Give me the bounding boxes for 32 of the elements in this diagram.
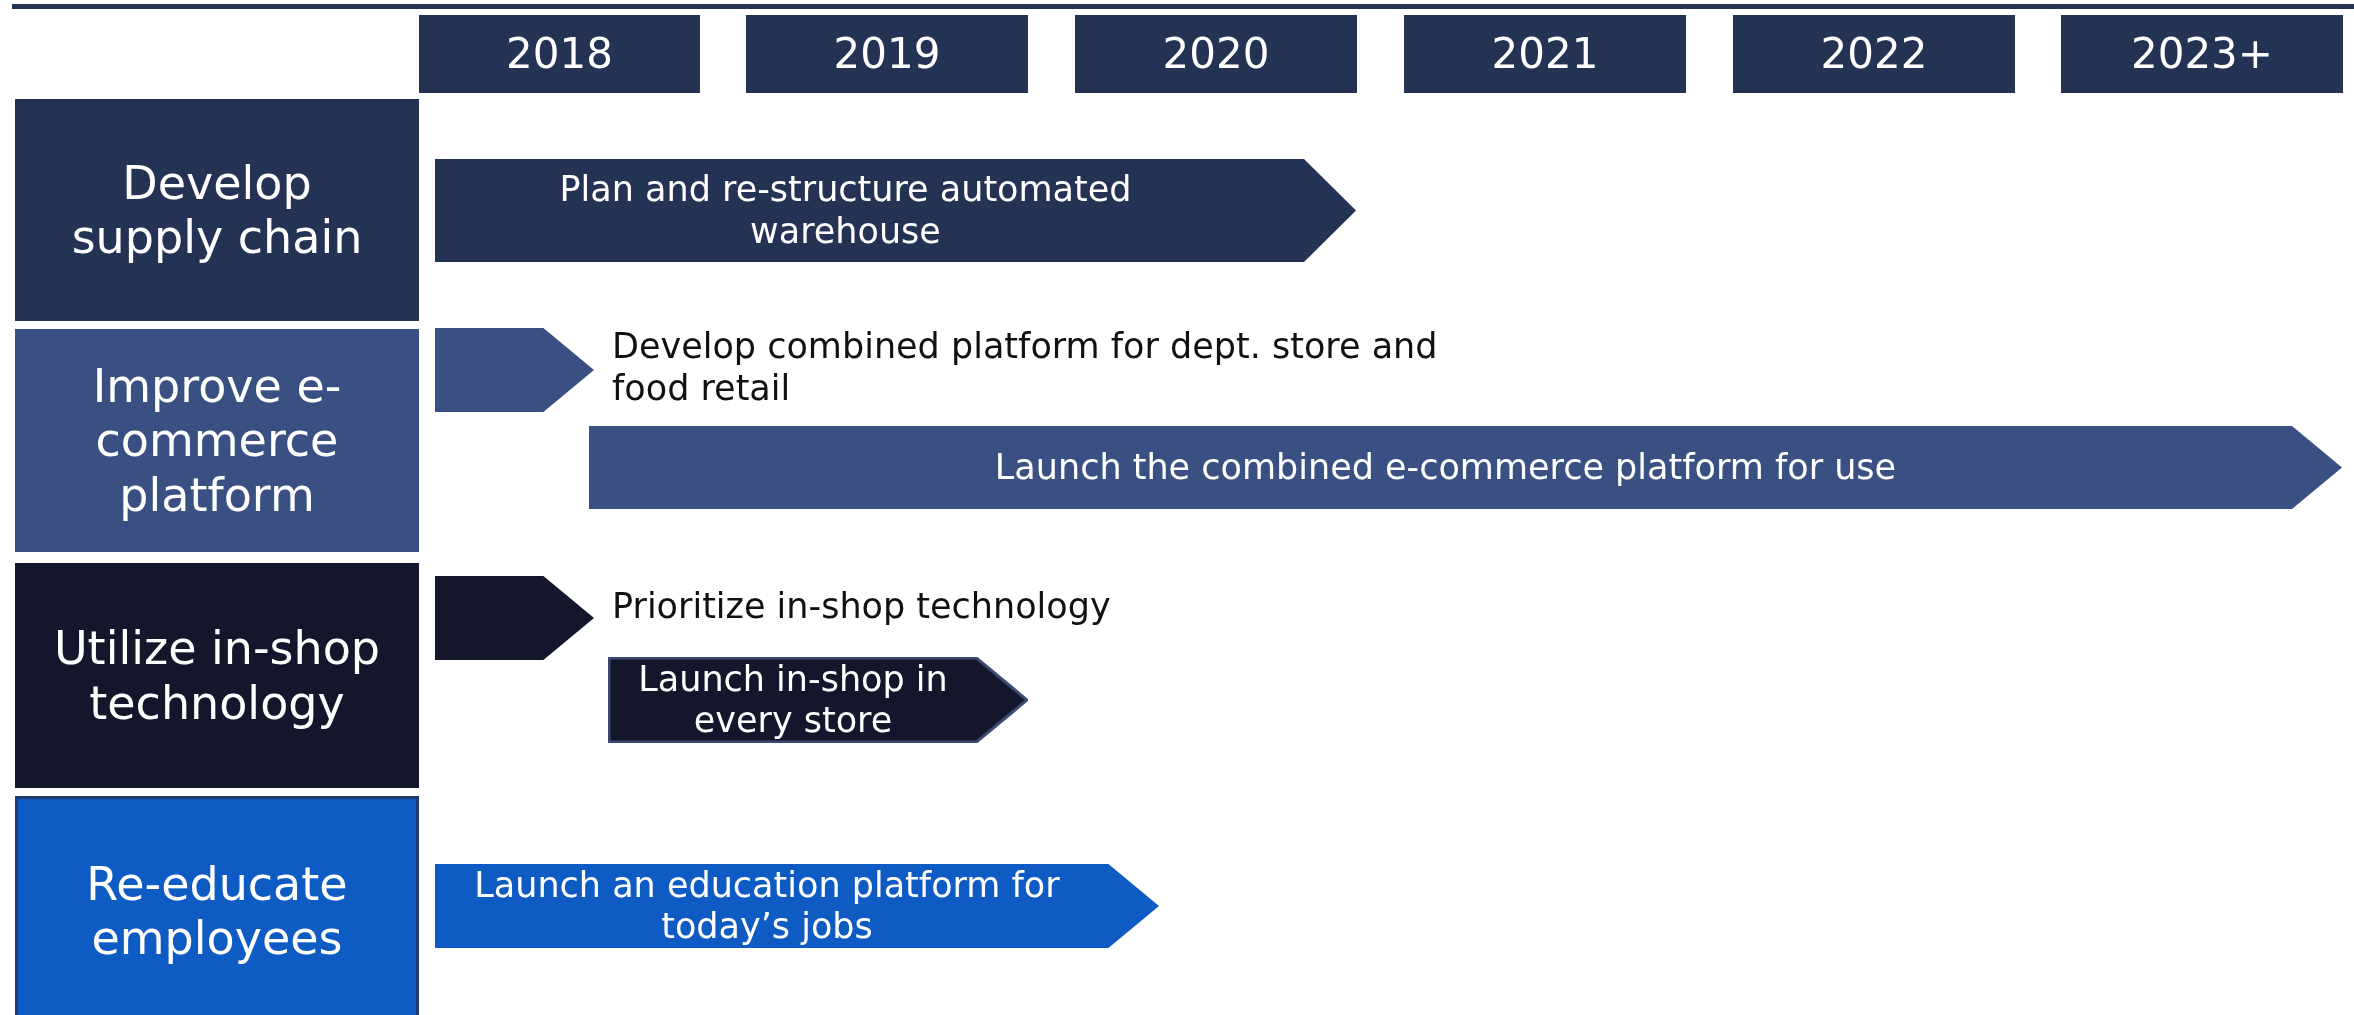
category-box (15, 99, 419, 321)
task-bar (434, 158, 1357, 263)
task-bar (588, 425, 2343, 510)
year-label: 2023+ (2130, 29, 2274, 79)
year-label: 2022 (1820, 29, 1928, 79)
year-header (1075, 15, 1357, 93)
year-header (746, 15, 1028, 93)
year-label: 2018 (506, 29, 613, 79)
year-header (2061, 15, 2343, 93)
task-marker (434, 575, 595, 661)
year-header (419, 15, 700, 93)
task-label: Develop combined platform for dept. store and food retail (612, 325, 1439, 409)
task-bar (434, 863, 1160, 949)
category-label: Utilize in-shop technology (52, 621, 382, 730)
task-label: Prioritize in-shop technology (612, 585, 1111, 627)
category-box (15, 329, 419, 552)
year-header (1404, 15, 1686, 93)
year-label: 2021 (1491, 29, 1599, 79)
task-label: Launch in-shop in every store (637, 658, 949, 742)
year-header (1733, 15, 2015, 93)
category-label: Re-educate employees (85, 856, 349, 966)
year-label: 2020 (1162, 29, 1270, 79)
category-label: Improve e-commerce platform (91, 359, 343, 522)
year-label: 2019 (833, 29, 941, 79)
task-label: Launch the combined e-commerce platform for use (994, 446, 1898, 489)
task-marker (434, 327, 595, 413)
category-box (15, 563, 419, 788)
category-label: Develop supply chain (70, 155, 364, 265)
task-label: Plan and re-structure automated warehouse (558, 169, 1133, 252)
category-box (15, 796, 419, 1015)
task-label: Launch an education platform for today’s jobs (473, 864, 1061, 948)
task-bar (608, 657, 1028, 743)
